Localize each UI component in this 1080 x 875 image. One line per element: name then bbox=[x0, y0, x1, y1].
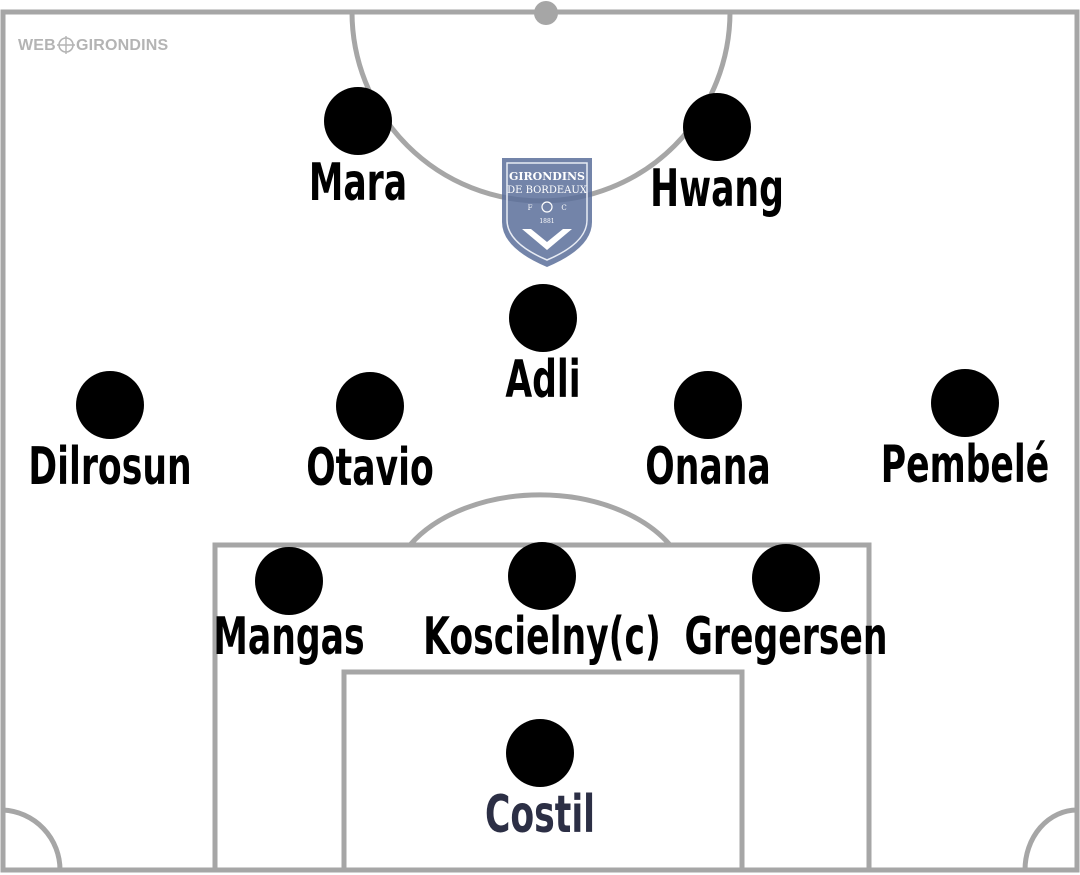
player-name: Mangas bbox=[213, 607, 365, 667]
crest-line2: DE BORDEAUX bbox=[507, 185, 588, 196]
player-name: Hwang bbox=[650, 159, 784, 219]
player-dot bbox=[752, 544, 820, 612]
player-name: Adli bbox=[505, 350, 581, 410]
crest-emblem-icon bbox=[541, 201, 553, 213]
crosshair-icon bbox=[56, 36, 75, 54]
player-name: Onana bbox=[645, 437, 771, 497]
player-name: Otavio bbox=[306, 438, 434, 498]
player-name: Costil bbox=[484, 785, 596, 845]
crest-year: 1881 bbox=[539, 218, 554, 225]
club-crest: GIRONDINS DE BORDEAUX F C 1881 bbox=[502, 158, 592, 267]
player-dot bbox=[255, 547, 323, 615]
player-dot bbox=[674, 371, 742, 439]
player-dot bbox=[683, 93, 751, 161]
crest-initial-right: C bbox=[561, 204, 566, 212]
crest-chevron-icon bbox=[522, 229, 572, 250]
player-dot bbox=[336, 372, 404, 440]
player-name: Dilrosun bbox=[28, 437, 192, 497]
corner-arc-left bbox=[2, 807, 63, 871]
player-name: Pembelé bbox=[880, 435, 1050, 495]
penalty-arc bbox=[408, 492, 672, 547]
watermark-left: WEB bbox=[18, 37, 56, 54]
player-dot bbox=[76, 371, 144, 439]
player-dot bbox=[931, 369, 999, 437]
center-spot bbox=[534, 1, 558, 25]
watermark-right: GIRONDINS bbox=[75, 37, 169, 54]
player-name: Koscielny(c) bbox=[423, 607, 661, 667]
player-name: Mara bbox=[308, 153, 408, 213]
player-dot bbox=[324, 87, 392, 155]
player-dot bbox=[508, 542, 576, 610]
goal-area bbox=[341, 669, 745, 873]
crest-initial-left: F bbox=[528, 204, 533, 212]
player-dot bbox=[509, 284, 577, 352]
site-watermark: WEB GIRONDINS bbox=[18, 36, 168, 55]
player-dot bbox=[506, 719, 574, 787]
player-name: Gregersen bbox=[684, 607, 888, 667]
corner-arc-right bbox=[1022, 807, 1078, 871]
crest-line1: GIRONDINS bbox=[509, 170, 585, 183]
